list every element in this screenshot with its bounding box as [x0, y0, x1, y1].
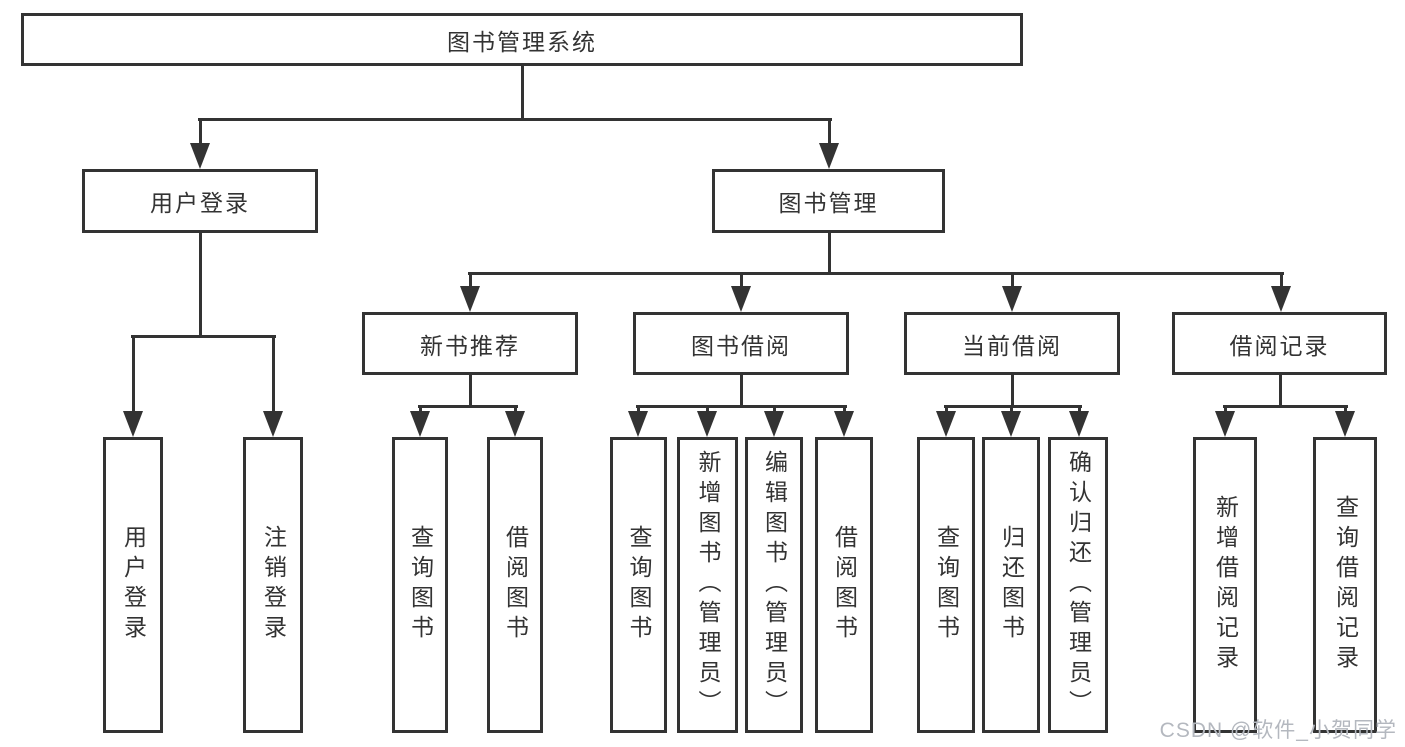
- node-root: 图书管理系统: [21, 13, 1023, 66]
- node-leaf-confirm-return: 确认归还（管理员）: [1048, 437, 1108, 733]
- connector-line: [1222, 404, 1348, 408]
- arrowhead-down-icon: [1002, 286, 1022, 312]
- arrowhead-down-icon: [460, 286, 480, 312]
- node-leaf-add-books: 新增图书（管理员）: [677, 437, 738, 733]
- arrowhead-down-icon: [263, 411, 283, 437]
- arrowhead-down-icon: [1069, 411, 1089, 437]
- node-leaf-logout: 注销登录: [243, 437, 303, 733]
- node-label: 当前借阅: [962, 332, 1062, 359]
- node-borrow-records: 借阅记录: [1172, 312, 1387, 375]
- connector-line: [468, 375, 472, 407]
- node-label: 查询图书: [933, 525, 960, 645]
- connector-line: [271, 336, 275, 415]
- connector-line: [1010, 273, 1014, 290]
- connector-line: [468, 273, 472, 290]
- node-leaf-borrow-books-2: 借阅图书: [815, 437, 873, 733]
- connector-line: [513, 406, 517, 415]
- watermark: CSDN @软件_小贺同学: [1159, 719, 1397, 742]
- connector-line: [943, 404, 1082, 408]
- connector-line: [131, 336, 135, 415]
- node-label: 注销登录: [260, 525, 287, 645]
- node-label: 归还图书: [998, 525, 1025, 645]
- connector-line: [827, 119, 831, 147]
- node-label: 借阅记录: [1229, 332, 1330, 359]
- arrowhead-down-icon: [764, 411, 784, 437]
- connector-line: [1343, 406, 1347, 415]
- arrowhead-down-icon: [819, 143, 839, 169]
- node-leaf-query-books-1: 查询图书: [392, 437, 448, 733]
- arrowhead-down-icon: [628, 411, 648, 437]
- node-book-borrow: 图书借阅: [633, 312, 849, 375]
- connector-line: [635, 404, 847, 408]
- arrowhead-down-icon: [697, 411, 717, 437]
- connector-line: [1077, 406, 1081, 415]
- node-label: 查询借阅记录: [1332, 495, 1359, 675]
- arrowhead-down-icon: [834, 411, 854, 437]
- connector-line: [739, 273, 743, 290]
- node-label: 编辑图书（管理员）: [761, 450, 788, 720]
- arrowhead-down-icon: [936, 411, 956, 437]
- connector-line: [130, 334, 276, 338]
- connector-line: [1010, 375, 1014, 407]
- connector-line: [1009, 406, 1013, 415]
- connector-line: [417, 404, 518, 408]
- arrowhead-down-icon: [190, 143, 210, 169]
- node-label: 借阅图书: [831, 525, 858, 645]
- arrowhead-down-icon: [1335, 411, 1355, 437]
- node-label: 图书管理: [778, 190, 879, 216]
- node-label: 借阅图书: [502, 525, 529, 645]
- node-label: 查询图书: [407, 525, 434, 645]
- arrowhead-down-icon: [410, 411, 430, 437]
- node-user-login: 用户登录: [82, 169, 318, 233]
- node-leaf-borrow-books-1: 借阅图书: [487, 437, 543, 733]
- node-label: 图书借阅: [691, 332, 791, 359]
- arrowhead-down-icon: [1001, 411, 1021, 437]
- connector-line: [827, 233, 831, 274]
- arrowhead-down-icon: [731, 286, 751, 312]
- connector-line: [520, 66, 524, 120]
- connector-line: [418, 406, 422, 415]
- node-leaf-edit-books: 编辑图书（管理员）: [745, 437, 803, 733]
- node-label: 查询图书: [626, 525, 652, 645]
- node-leaf-return-books: 归还图书: [982, 437, 1040, 733]
- arrowhead-down-icon: [1271, 286, 1291, 312]
- connector-line: [944, 406, 948, 415]
- node-new-book-recommend: 新书推荐: [362, 312, 578, 375]
- node-label: 新书推荐: [420, 332, 520, 359]
- connector-line: [197, 117, 832, 121]
- node-label: 新增图书（管理员）: [695, 450, 721, 720]
- node-label: 新增借阅记录: [1212, 495, 1239, 675]
- connector-line: [467, 271, 1284, 275]
- connector-line: [1278, 375, 1282, 407]
- node-leaf-query-borrow-record: 查询借阅记录: [1313, 437, 1377, 733]
- connector-line: [772, 406, 776, 415]
- node-leaf-add-borrow-record: 新增借阅记录: [1193, 437, 1257, 733]
- arrowhead-down-icon: [123, 411, 143, 437]
- node-current-borrow: 当前借阅: [904, 312, 1120, 375]
- connector-line: [739, 375, 743, 407]
- node-leaf-query-books-2: 查询图书: [610, 437, 667, 733]
- node-book-management: 图书管理: [712, 169, 945, 233]
- arrowhead-down-icon: [1215, 411, 1235, 437]
- node-label: 用户登录: [150, 190, 250, 216]
- connector-line: [636, 406, 640, 415]
- node-label: 图书管理系统: [447, 28, 597, 55]
- node-label: 确认归还（管理员）: [1065, 450, 1092, 720]
- node-leaf-query-books-3: 查询图书: [917, 437, 975, 733]
- connector-line: [1279, 273, 1283, 290]
- node-label: 用户登录: [120, 525, 147, 645]
- connector-line: [198, 233, 202, 337]
- connector-line: [842, 406, 846, 415]
- arrowhead-down-icon: [505, 411, 525, 437]
- connector-line: [198, 119, 202, 147]
- node-leaf-user-login: 用户登录: [103, 437, 163, 733]
- connector-line: [1223, 406, 1227, 415]
- connector-line: [705, 406, 709, 415]
